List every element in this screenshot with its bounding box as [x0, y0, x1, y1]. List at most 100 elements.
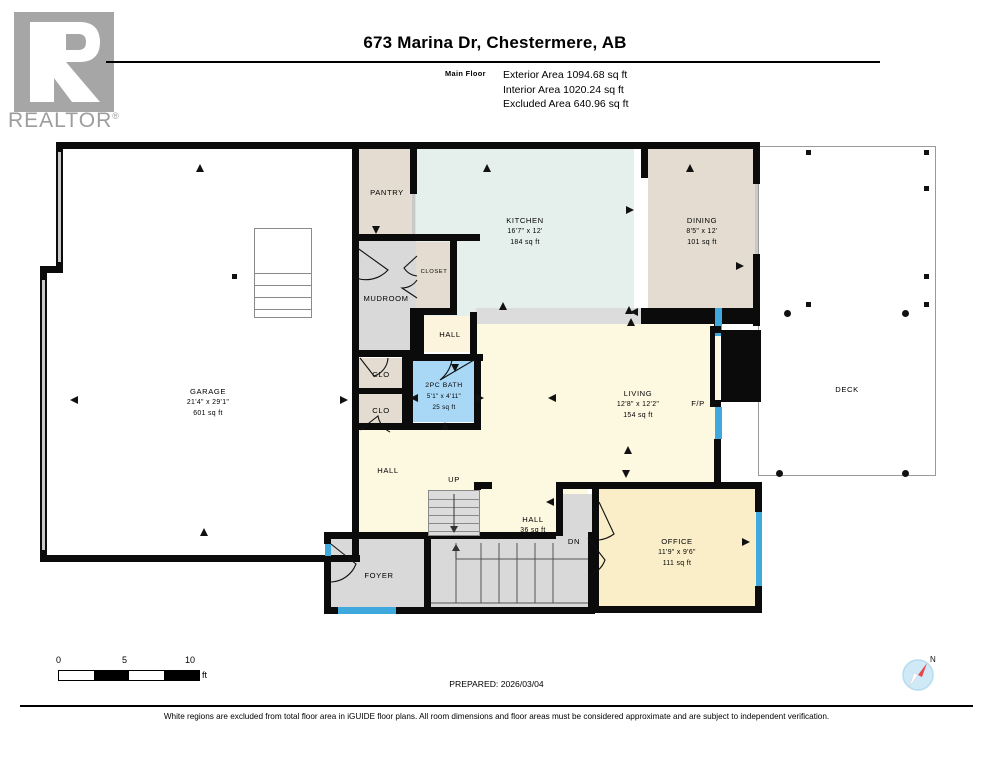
- wall-hall36-top-b: [556, 482, 596, 489]
- exterior-area: Exterior Area 1094.68 sq ft: [503, 69, 628, 81]
- stairs-up-arrow: [450, 494, 458, 533]
- wall-foyer-left-upper: [324, 532, 331, 544]
- wall-stair-top: [424, 532, 556, 539]
- floor-plan: GARAGE 21'4" x 29'1" 601 sq ft PANTRY KI…: [0, 130, 993, 650]
- scale-tick-5: 5: [122, 655, 128, 665]
- wall-pantry-right: [410, 142, 417, 194]
- window-foyer-left: [325, 544, 331, 556]
- scale-bar: [58, 670, 200, 681]
- label-stairs-up: UP: [448, 475, 460, 484]
- wall-clo-mid: [352, 388, 408, 394]
- label-pantry: PANTRY: [370, 188, 404, 197]
- excluded-area: Excluded Area 640.96 sq ft: [503, 98, 629, 111]
- label-mudroom: MUDROOM: [363, 294, 409, 303]
- room-clo-upper: [356, 358, 408, 388]
- room-foyer: [328, 536, 428, 612]
- room-clo-lower: [356, 394, 408, 424]
- wall-mudroom-bottom: [352, 350, 416, 357]
- label-clo-lower: CLO: [372, 406, 390, 415]
- window-garage-left-lower: [42, 280, 45, 550]
- wall-foyer-bottom-b: [396, 607, 430, 614]
- stairs-to-garage: [254, 228, 312, 318]
- wall-living-right-fpleft: [710, 326, 715, 406]
- view-direction-arrows: [70, 164, 750, 546]
- deck-post-square: [806, 302, 811, 307]
- deck-post-round: [776, 470, 783, 477]
- label-kitchen: KITCHEN 16'7" x 12' 184 sq ft: [506, 216, 544, 246]
- prepared-date: PREPARED: 2026/03/04: [449, 679, 544, 689]
- label-fireplace: F/P: [691, 399, 705, 408]
- stairs-down: [431, 543, 588, 604]
- wall-living-right-fp-top: [710, 326, 721, 333]
- realtor-logo: REALTOR®: [8, 8, 126, 132]
- wall-office-top: [592, 482, 762, 489]
- wall-hall-upper-right: [470, 312, 477, 360]
- room-dining: [648, 146, 756, 316]
- wall-house-top: [352, 142, 760, 149]
- label-clo-upper: CLO: [372, 370, 390, 379]
- wall-stair-bottom: [424, 607, 594, 614]
- wall-closet-top: [410, 234, 480, 241]
- wall-living-right-fp-bot: [710, 400, 721, 407]
- room-living: [596, 316, 720, 486]
- area-values: Exterior Area 1094.68 sq ft Interior Are…: [503, 68, 629, 112]
- deck-post-square: [806, 150, 811, 155]
- wall-foyer-left-lower: [324, 556, 331, 612]
- window-dining-right: [755, 184, 758, 254]
- compass-north-label: N: [930, 655, 936, 664]
- room-garage: [60, 146, 356, 562]
- wall-foyer-bottom-a: [324, 607, 338, 614]
- wall-dn-right: [588, 532, 595, 614]
- interior-area: Interior Area 1020.24 sq ft: [503, 83, 624, 96]
- label-hall-36: HALL 36 sq ft: [520, 515, 546, 534]
- wall-hallstrip-left: [352, 426, 359, 538]
- wall-bath-right: [474, 354, 481, 430]
- deck-post-square: [924, 150, 929, 155]
- scale-tick-0: 0: [56, 655, 62, 665]
- label-office: OFFICE 11'9" x 9'6" 111 sq ft: [658, 537, 696, 567]
- window-living-lower: [715, 407, 722, 439]
- wall-garage-top: [56, 142, 360, 149]
- scale-seg: [94, 671, 129, 680]
- window-foyer-bottom: [338, 607, 396, 614]
- wall-stair-left: [424, 532, 431, 614]
- deck-post-square: [924, 186, 929, 191]
- footer-rule: [20, 705, 973, 707]
- wall-dn-left: [556, 486, 563, 536]
- room-mudroom: [356, 240, 416, 352]
- title-rule: [120, 61, 880, 63]
- label-closet: CLOSET: [420, 269, 448, 275]
- wall-garage-bottom: [40, 555, 360, 562]
- deck-post-round: [902, 310, 909, 317]
- deck-post-round: [784, 310, 791, 317]
- label-bath: 2PC BATH 5'1" x 4'11" 25 sq ft: [425, 382, 463, 411]
- room-pantry: [358, 146, 416, 240]
- label-dining: DINING 8'5" x 12' 101 sq ft: [686, 216, 718, 246]
- wall-foyer-top: [324, 532, 430, 539]
- wall-pantry-bottom: [356, 234, 418, 241]
- label-garage: GARAGE 21'4" x 29'1" 601 sq ft: [186, 387, 230, 417]
- label-foyer: FOYER: [364, 571, 394, 580]
- window-garage-left-upper: [58, 152, 61, 262]
- wall-clo-bottom: [352, 423, 412, 430]
- room-hall-upper: [424, 316, 476, 352]
- fireplace-block: [721, 330, 761, 402]
- wall-dining-right-lower: [753, 254, 760, 326]
- registered-mark: ®: [112, 111, 120, 121]
- room-hall-center2: [476, 316, 596, 486]
- wall-closet-bottom: [414, 308, 457, 315]
- floor-label: Main Floor: [445, 69, 486, 78]
- wall-garage-jog-h: [40, 266, 63, 273]
- window-office-right: [756, 512, 762, 586]
- wall-clo-right: [402, 354, 408, 430]
- window-living-upper: [715, 308, 722, 336]
- realtor-logo-text: REALTOR®: [8, 109, 120, 132]
- realtor-r-glyph: [30, 22, 100, 102]
- scale-seg: [129, 671, 164, 680]
- wall-office-bottom: [592, 606, 762, 613]
- scale-seg: [164, 671, 199, 680]
- compass-rose: N: [897, 650, 943, 696]
- door-swings: [330, 246, 615, 583]
- label-hall-center: HALL: [377, 466, 399, 475]
- disclaimer-text: White regions are excluded from total fl…: [163, 712, 830, 721]
